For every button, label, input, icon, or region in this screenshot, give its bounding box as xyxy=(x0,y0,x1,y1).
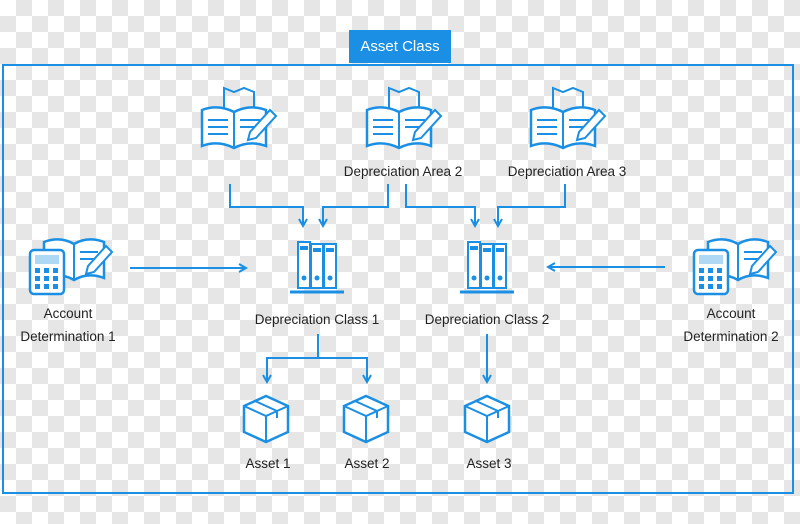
connector-arrow xyxy=(498,184,566,226)
asset-class-title: Asset Class xyxy=(349,30,451,63)
connector-arrow xyxy=(405,184,475,226)
binders-icon xyxy=(288,240,346,294)
calculator-book-icon xyxy=(28,238,114,296)
box-icon xyxy=(342,394,390,444)
book-pen-icon xyxy=(365,86,443,150)
connector-arrow xyxy=(229,184,303,226)
box-icon xyxy=(463,394,511,444)
asset-1-label: Asset 1 xyxy=(245,456,291,471)
depreciation-class-2-label: Depreciation Class 2 xyxy=(424,312,550,327)
connector-arrow xyxy=(267,334,319,382)
account-determination-2-line2: Determination 2 xyxy=(683,329,779,344)
account-determination-1-line1: Account xyxy=(43,306,93,321)
depreciation-area-2-label: Depreciation Area 2 xyxy=(343,164,463,179)
depreciation-area-3-label: Depreciation Area 3 xyxy=(507,164,627,179)
binders-icon xyxy=(458,240,516,294)
calculator-book-icon xyxy=(692,238,778,296)
account-determination-2-line1: Account xyxy=(706,306,756,321)
connector-arrow xyxy=(318,357,367,382)
book-pen-icon xyxy=(200,86,278,150)
asset-2-label: Asset 2 xyxy=(344,456,390,471)
depreciation-class-1-label: Depreciation Class 1 xyxy=(254,312,380,327)
asset-3-label: Asset 3 xyxy=(466,456,512,471)
account-determination-1-line2: Determination 1 xyxy=(20,329,116,344)
book-pen-icon xyxy=(529,86,607,150)
connector-arrow xyxy=(323,184,389,226)
box-icon xyxy=(242,394,290,444)
